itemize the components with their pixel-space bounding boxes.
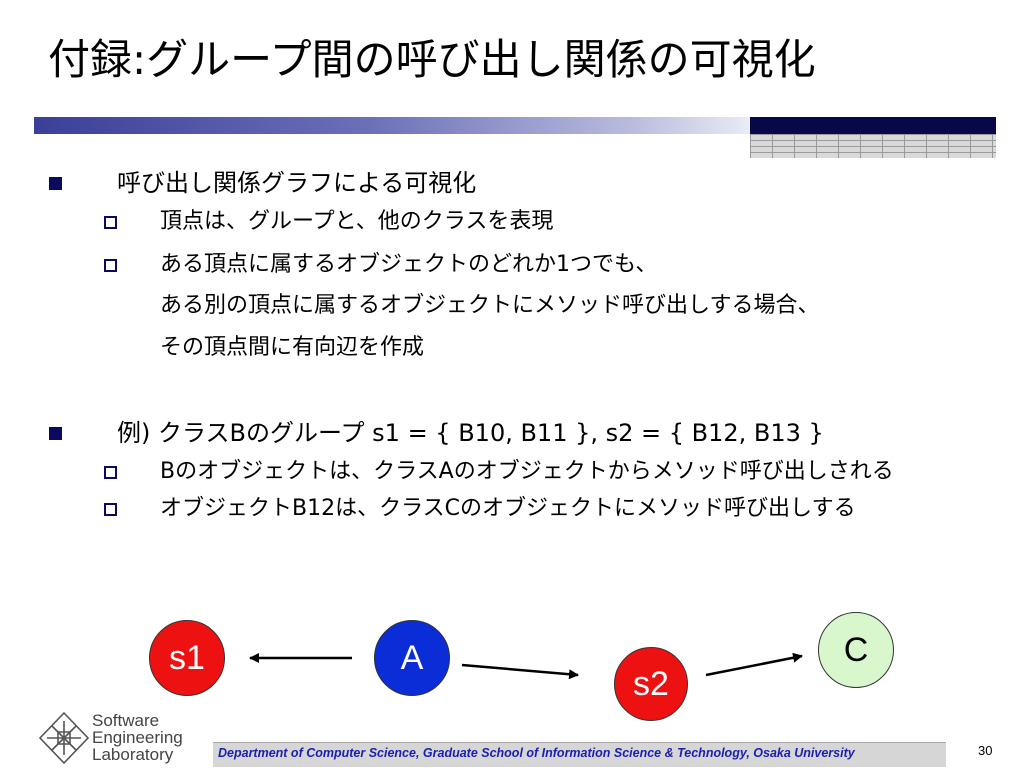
page-number: 30: [978, 743, 993, 758]
title-underline-dark-block: [750, 117, 996, 134]
bullet-1-sub-2-line-3: その頂点間に有向辺を作成: [160, 335, 425, 360]
bullet-1-text: 呼び出し関係グラフによる可視化: [117, 169, 477, 197]
bullet-2-text: 例) クラスBのグループ s1 = { B10, B11 }, s2 = { B…: [117, 419, 824, 447]
sub-bullet-square-icon: [104, 216, 117, 229]
logo-line-2: Engineering: [92, 728, 183, 747]
graph-node-s2: s2: [614, 647, 688, 721]
slide-title: 付録:グループ間の呼び出し関係の可視化: [48, 35, 816, 84]
bullet-square-icon: [49, 177, 62, 190]
sub-bullet-square-icon: [104, 466, 117, 479]
bullet-square-icon: [49, 427, 62, 440]
logo-line-3: Laboratory: [92, 745, 174, 764]
decorative-grid: [750, 134, 996, 158]
graph-node-A: A: [374, 620, 450, 696]
footer-bar: [213, 742, 946, 767]
edge-s2-to-C: [705, 652, 803, 677]
bullet-2-sub-2: オブジェクトB12は、クラスCのオブジェクトにメソッド呼び出しする: [160, 496, 856, 521]
logo-line-1: Software: [92, 711, 160, 730]
edge-A-to-s2: [461, 663, 579, 680]
footer-text: Department of Computer Science, Graduate…: [218, 746, 855, 760]
logo-text: Software Engineering Laboratory: [92, 712, 183, 763]
graph-node-C: C: [818, 612, 894, 688]
bullet-2-sub-1: Bのオブジェクトは、クラスAのオブジェクトからメソッド呼び出しされる: [160, 459, 894, 484]
bullet-1-sub-2-line-2: ある別の頂点に属するオブジェクトにメソッド呼び出しする場合、: [160, 293, 820, 318]
graph-node-s1: s1: [149, 620, 225, 696]
sel-logo-icon: [38, 711, 90, 765]
sub-bullet-square-icon: [104, 503, 117, 516]
bullet-1-sub-2-line-1: ある頂点に属するオブジェクトのどれか1つでも、: [160, 252, 658, 277]
sub-bullet-square-icon: [104, 259, 117, 272]
bullet-1-sub-1: 頂点は、グループと、他のクラスを表現: [160, 209, 554, 234]
